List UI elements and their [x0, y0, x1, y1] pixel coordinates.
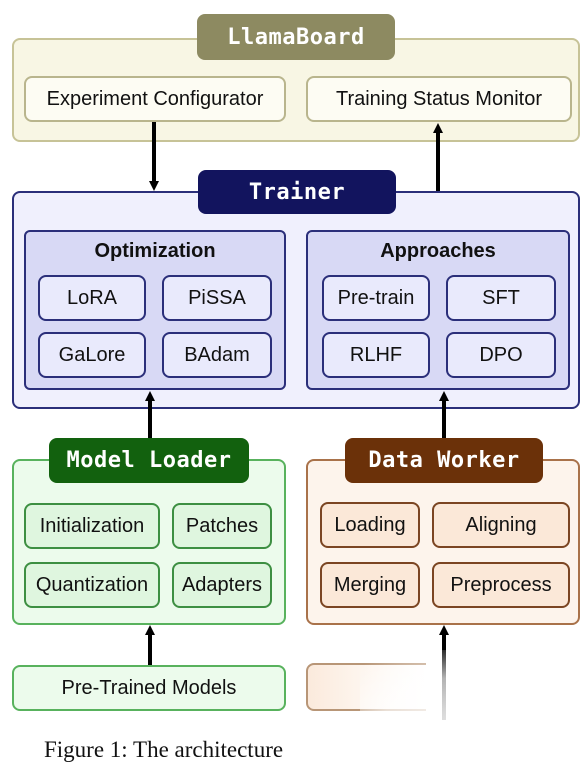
- sft-box: SFT: [446, 275, 556, 321]
- pretrain-box: Pre-train: [322, 275, 430, 321]
- llamaboard-title: LlamaBoard: [197, 14, 395, 60]
- patches-box: Patches: [172, 503, 272, 549]
- preprocess-box: Preprocess: [432, 562, 570, 608]
- approaches-heading: Approaches: [380, 240, 496, 262]
- pretrained-models-box: Pre-Trained Models: [12, 665, 286, 711]
- aligning-box: Aligning: [432, 502, 570, 548]
- data-worker-title: Data Worker: [345, 438, 543, 483]
- training-status-monitor-box: Training Status Monitor: [306, 76, 572, 122]
- rlhf-box: RLHF: [322, 332, 430, 378]
- quantization-box: Quantization: [24, 562, 160, 608]
- model-loader-title: Model Loader: [49, 438, 249, 483]
- adapters-box: Adapters: [172, 562, 272, 608]
- galore-box: GaLore: [38, 332, 146, 378]
- pissa-box: PiSSA: [162, 275, 272, 321]
- bottom-right-fade: [360, 650, 588, 774]
- merging-box: Merging: [320, 562, 420, 608]
- loading-box: Loading: [320, 502, 420, 548]
- dpo-box: DPO: [446, 332, 556, 378]
- optimization-heading: Optimization: [94, 240, 216, 262]
- figure-caption: Figure 1: The architecture: [44, 737, 284, 762]
- initialization-box: Initialization: [24, 503, 160, 549]
- experiment-configurator-box: Experiment Configurator: [24, 76, 286, 122]
- badam-box: BAdam: [162, 332, 272, 378]
- trainer-title: Trainer: [198, 170, 396, 214]
- lora-box: LoRA: [38, 275, 146, 321]
